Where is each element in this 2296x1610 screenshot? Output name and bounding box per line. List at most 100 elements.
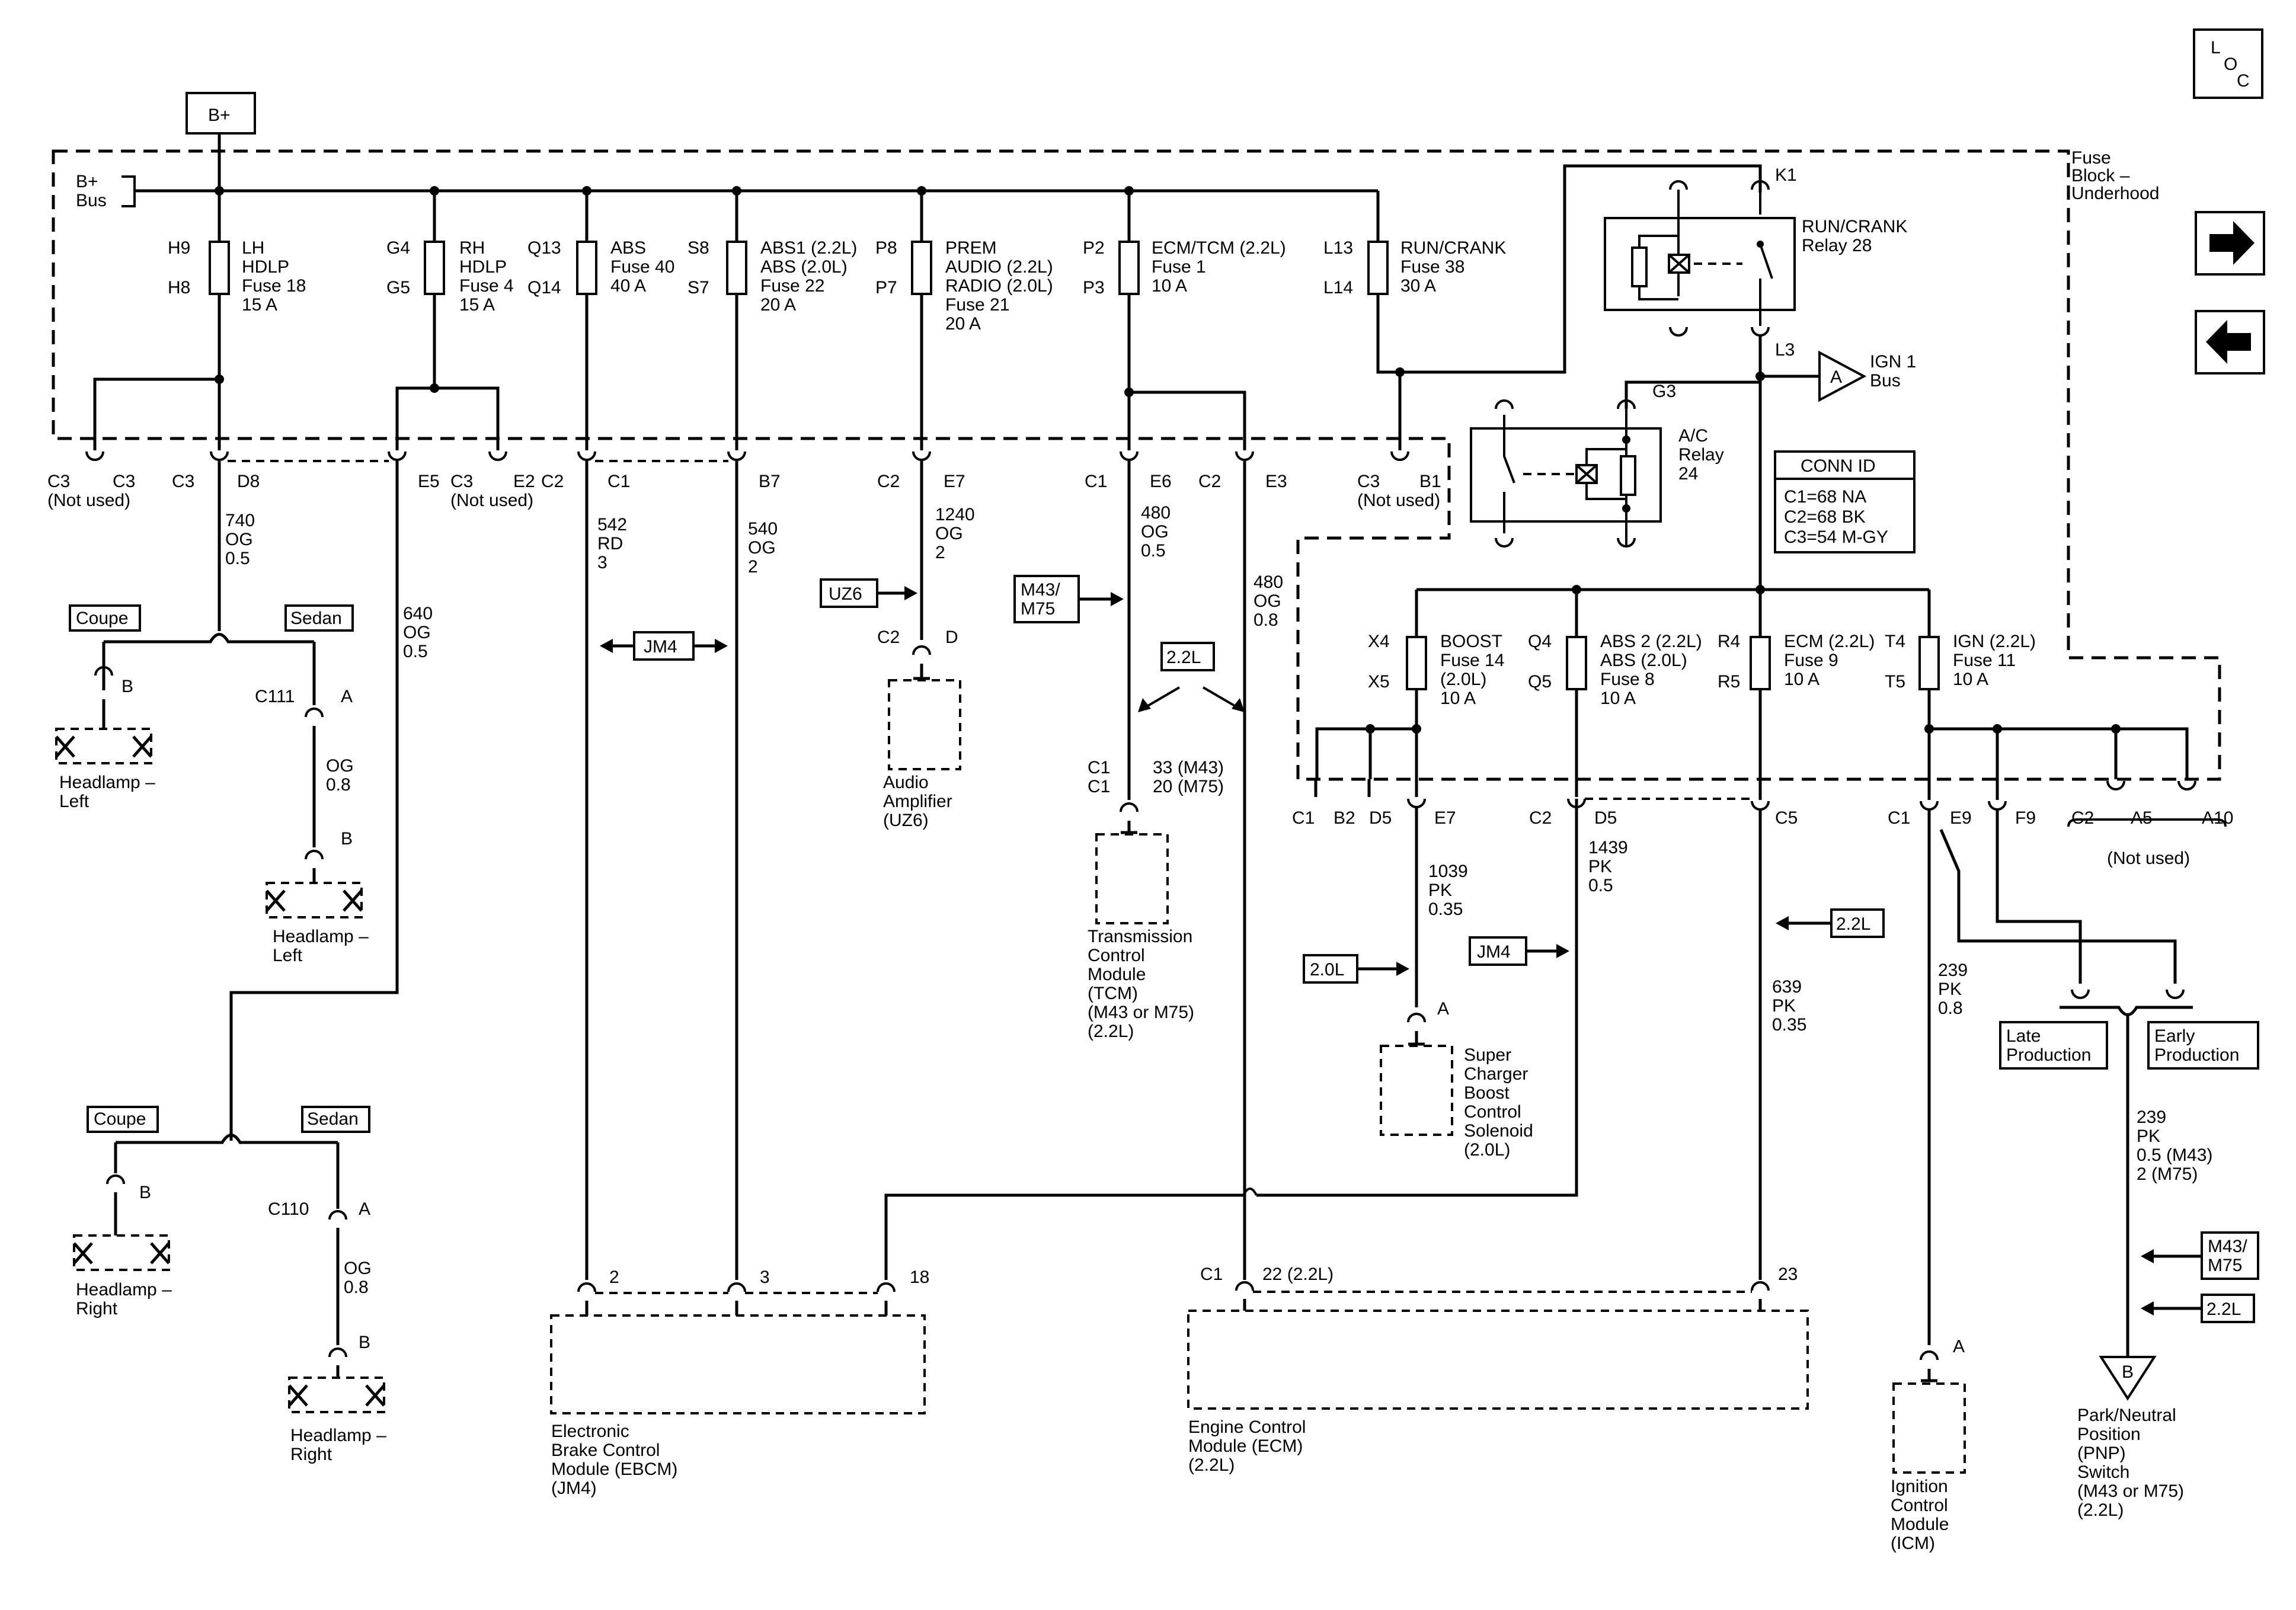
fuse-block-label-1: Fuse — [2071, 148, 2111, 168]
wire-label: PK — [1772, 996, 1796, 1016]
ign1-bus: A IGN 1 Bus — [1818, 350, 1916, 402]
component-label: Transmission — [1088, 927, 1192, 946]
fuse-label: ABS 2 (2.2L) — [1600, 632, 1702, 651]
fuse-pin: X5 — [1368, 672, 1390, 692]
option-m43: M43/ — [2208, 1237, 2247, 1256]
fuse-block-label-3: Underhood — [2071, 184, 2159, 203]
fuse-prem-audio: P8 P7 PREM AUDIO (2.2L) RADIO (2.0L) Fus… — [875, 191, 1053, 334]
option-m75: M75 — [2208, 1256, 2242, 1275]
wire-label: 480 — [1253, 572, 1283, 592]
previous-arrow-button[interactable] — [2195, 310, 2265, 375]
fuse-abs1: S8 S7 ABS1 (2.2L) ABS (2.0L) Fuse 22 20 … — [687, 191, 857, 315]
pin-label: 33 (M43) — [1153, 758, 1224, 777]
bus-label-1: B+ — [76, 172, 98, 191]
wire-label: 1240 — [935, 505, 975, 524]
pnp-letter: B — [2122, 1362, 2134, 1382]
component-label: (TCM) — [1088, 984, 1138, 1003]
loc-box: L O C — [2193, 28, 2263, 99]
relay-label: Relay 28 — [1802, 236, 1872, 255]
conn-label: C110 — [268, 1199, 309, 1219]
conn-label: B1 — [1419, 472, 1441, 491]
fuse-block-wiring — [93, 164, 1762, 450]
component-label: Headlamp – — [290, 1426, 386, 1445]
pin-label: 23 — [1778, 1265, 1798, 1284]
pin-label: A — [341, 687, 353, 706]
conn-id-row: C1=68 NA — [1784, 487, 1866, 507]
fuse-label: RUN/CRANK — [1400, 238, 1506, 258]
wire-label: 542 — [597, 515, 627, 534]
loc-c: C — [2237, 71, 2250, 91]
component-label: Control — [1088, 946, 1145, 965]
option-2-2l: 2.2L — [2207, 1299, 2241, 1319]
fuse-label: 10 A — [1152, 276, 1187, 296]
wire-label: 0.5 — [403, 642, 428, 661]
fuse-label: Fuse 14 — [1440, 651, 1504, 670]
audio-amplifier — [888, 679, 961, 770]
wire-label: 740 — [225, 511, 255, 530]
fuse-label: Fuse 40 — [610, 257, 674, 277]
fuse-pin: S7 — [687, 278, 709, 297]
wire-label: OG — [403, 623, 431, 642]
fuse-run-crank: L13 L14 RUN/CRANK Fuse 38 30 A — [1323, 191, 1506, 297]
wire-label: 2 (M75) — [2137, 1164, 2198, 1184]
conn-label: C3 — [450, 472, 473, 491]
fuse-pin: L13 — [1323, 238, 1353, 258]
pin-label: 22 (2.2L) — [1262, 1265, 1334, 1284]
fuse-label: ABS (2.0L) — [1600, 651, 1687, 670]
icm-module — [1892, 1382, 1966, 1474]
conn-id-table: CONN ID C1=68 NA C2=68 BK C3=54 M-GY — [1774, 450, 1916, 553]
ac-relay: G3 A/C Relay 24 — [1470, 380, 1760, 548]
conn-label: C111 — [255, 687, 295, 706]
pin-label: B — [341, 829, 353, 849]
fuse-pin: L14 — [1323, 278, 1353, 297]
fuse-lh-hdlp: H9 H8 LH HDLP Fuse 18 15 A — [168, 191, 306, 315]
conn-label: (Not used) — [450, 491, 533, 510]
wire-label: 0.8 — [326, 775, 351, 795]
wire-label: PK — [1938, 980, 1962, 999]
conn-label: C3 — [172, 472, 194, 491]
component-label: (PNP) — [2077, 1443, 2126, 1463]
component-label: Headlamp – — [76, 1280, 172, 1299]
fuse-pin: G4 — [386, 238, 410, 258]
fuse-label: ABS (2.0L) — [760, 257, 848, 277]
conn-label: E9 — [1950, 808, 1972, 828]
conn-label: C2 — [541, 472, 564, 491]
icm-circuit: 239 PK 0.8 A Ignition Control Module (IC… — [1891, 809, 1968, 1553]
wire-label: 239 — [2137, 1108, 2166, 1127]
pin-label: B — [121, 677, 133, 696]
conn-label: C1 — [1085, 472, 1107, 491]
fuse-label: 30 A — [1400, 276, 1436, 296]
component-label: Left — [273, 946, 303, 965]
lower-fuse-bus — [1415, 585, 1931, 643]
wire-label: RD — [597, 534, 623, 553]
jm4-option-arrow: JM4 — [600, 631, 728, 661]
wire-label: 0.5 — [1141, 541, 1166, 561]
conn-label: C1 — [1292, 808, 1315, 828]
wire-label: OG — [344, 1259, 372, 1278]
wire-label: 0.8 — [1253, 610, 1278, 630]
conn-label: A5 — [2131, 808, 2153, 828]
lh-headlamp-circuit: 740 OG 0.5 Coupe Sedan B Headlamp – Left… — [55, 461, 369, 965]
conn-label: C3 — [47, 472, 70, 491]
fuse-pin: Q14 — [527, 278, 561, 297]
fuse-label: ABS1 (2.2L) — [760, 238, 857, 258]
conn-label: C2 — [877, 472, 900, 491]
component-label: Module (ECM) — [1188, 1436, 1303, 1456]
option-2-0l: 2.0L — [1310, 960, 1344, 980]
conn-label: D5 — [1594, 808, 1617, 828]
bplus-bus: B+ Bus — [76, 172, 1378, 210]
fuse-label: 20 A — [945, 314, 981, 334]
conn-label: C1 — [1088, 777, 1110, 796]
wire-label: 639 — [1772, 977, 1802, 997]
component-label: Headlamp – — [273, 927, 369, 946]
component-label: Super — [1464, 1045, 1511, 1065]
next-arrow-button[interactable] — [2195, 211, 2265, 276]
component-label: (2.0L) — [1464, 1140, 1510, 1160]
fuse-pin: X4 — [1368, 632, 1390, 651]
audio-circuit: 1240 OG 2 UZ6 C2 D Audio Amplifier (UZ6) — [820, 461, 975, 830]
component-label: Right — [76, 1299, 118, 1318]
fuse-label: 40 A — [610, 276, 646, 296]
wire-label: OG — [326, 756, 354, 776]
component-label: Electronic — [551, 1422, 629, 1441]
